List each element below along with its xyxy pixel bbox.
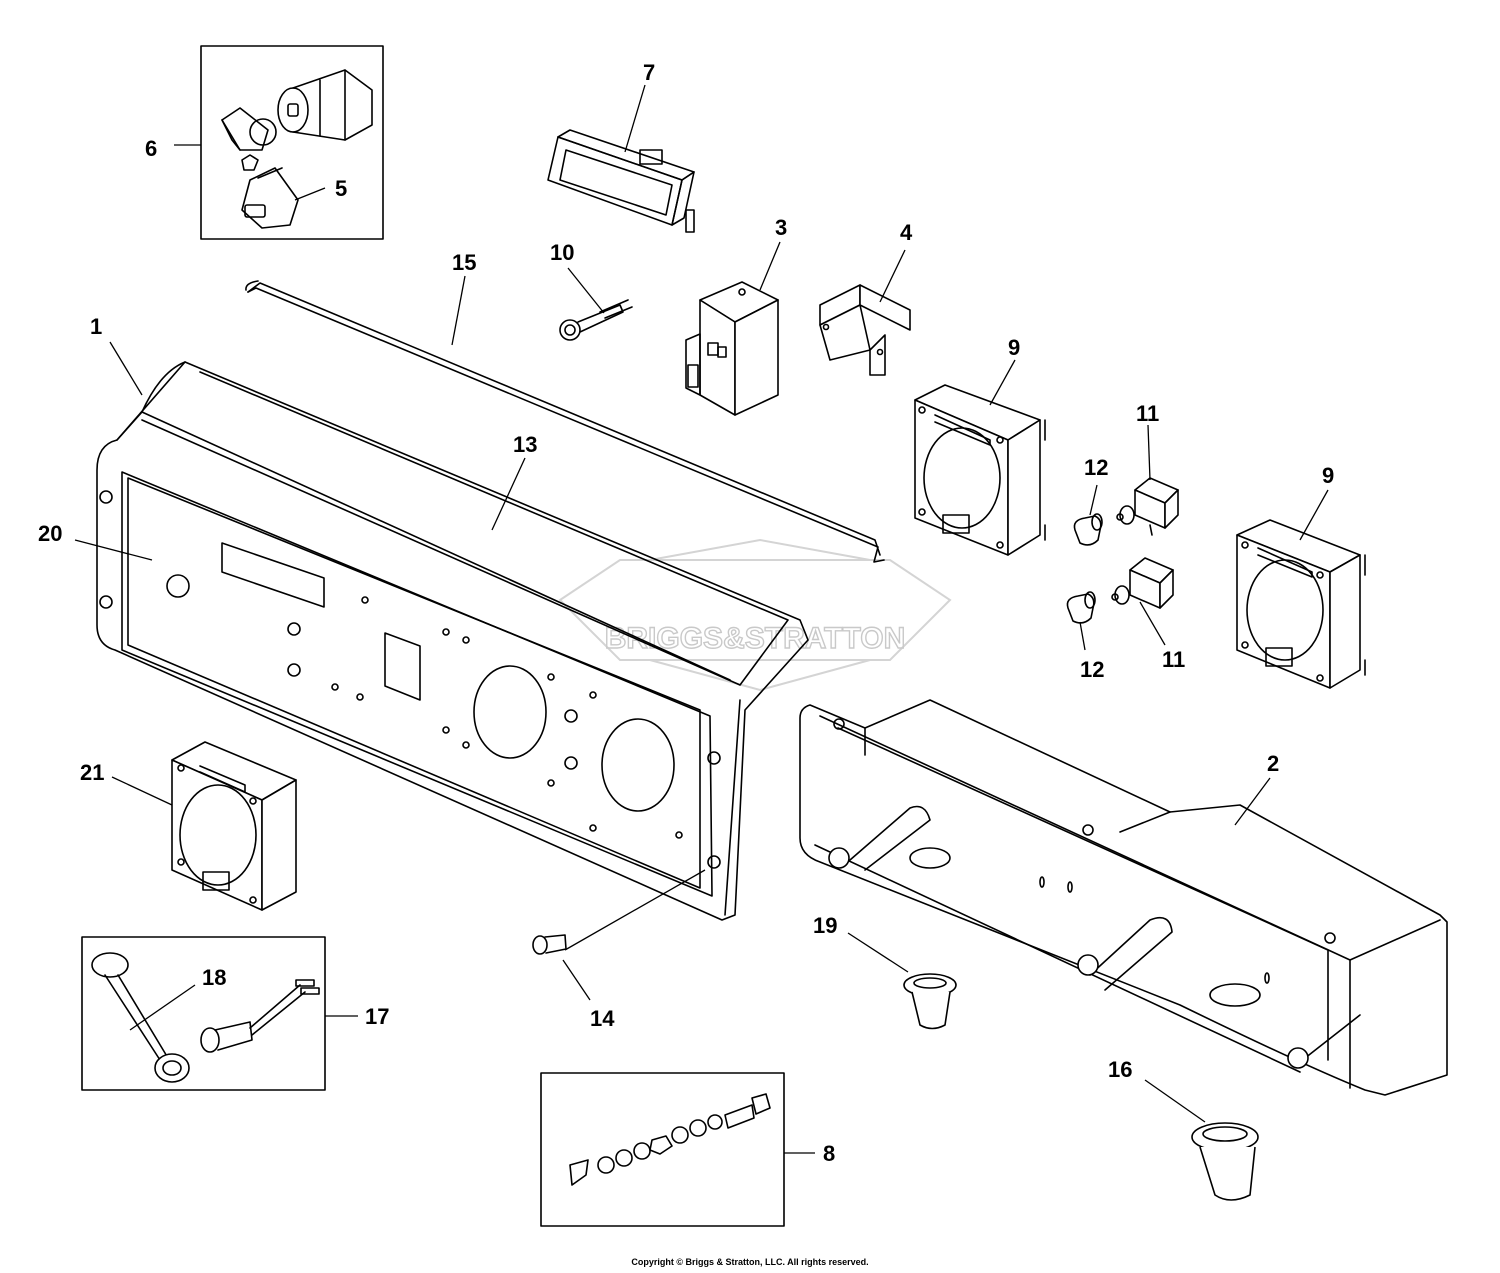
reset-breaker-lower [1112,558,1173,608]
callout-21: 21 [80,760,104,785]
callout-15: 15 [452,250,476,275]
callout-13: 13 [513,432,537,457]
callout-1: 1 [90,314,102,339]
callout-labels: 6 5 7 3 4 10 15 1 13 20 9 11 12 9 11 12 … [38,60,1334,1166]
callout-16: 16 [1108,1057,1132,1082]
callout-8: 8 [823,1141,835,1166]
callout-2: 2 [1267,751,1279,776]
control-panel-frame [97,362,808,920]
indicator-lamp [560,300,632,340]
brand-watermark: BRIGGS&STRATTON [560,540,950,690]
callout-11-upper: 11 [1136,401,1159,426]
outlet-receptacle-right [1237,520,1365,688]
callout-6: 6 [145,136,157,161]
callout-19: 19 [813,913,837,938]
mounting-bracket [820,285,910,375]
hardware-kit-box [541,1073,784,1226]
circuit-breaker [686,282,778,415]
outlet-receptacle-upper [915,385,1045,555]
callout-3: 3 [775,215,787,240]
callout-14: 14 [590,1006,615,1031]
callout-12-lower: 12 [1080,657,1104,682]
leader-lines [75,85,1328,1153]
callout-7: 7 [643,60,655,85]
watermark-text: BRIGGS&STRATTON [605,622,906,655]
trim-strip [246,281,884,562]
callout-5: 5 [335,176,347,201]
reset-breaker-upper [1117,478,1178,535]
callout-18: 18 [202,965,226,990]
control-box-housing [800,700,1447,1095]
outlet-receptacle-lower [172,742,296,910]
callout-10: 10 [550,240,574,265]
callout-20: 20 [38,521,62,546]
indicator-lens-lower [1067,592,1095,623]
grommet-large [1192,1123,1258,1200]
key-switch-kit-box [201,46,383,239]
indicator-lens-upper [1074,514,1102,545]
display-meter [548,130,694,232]
callout-17: 17 [365,1004,389,1029]
callout-9-right: 9 [1322,463,1334,488]
screw [533,935,566,954]
wire-harness-kit-box [82,937,325,1090]
callout-4: 4 [900,220,913,245]
callout-9-upper: 9 [1008,335,1020,360]
callout-11-lower: 11 [1162,647,1185,672]
copyright-notice: Copyright © Briggs & Stratton, LLC. All … [631,1257,869,1267]
callout-12-upper: 12 [1084,455,1108,480]
grommet-small [904,974,956,1029]
